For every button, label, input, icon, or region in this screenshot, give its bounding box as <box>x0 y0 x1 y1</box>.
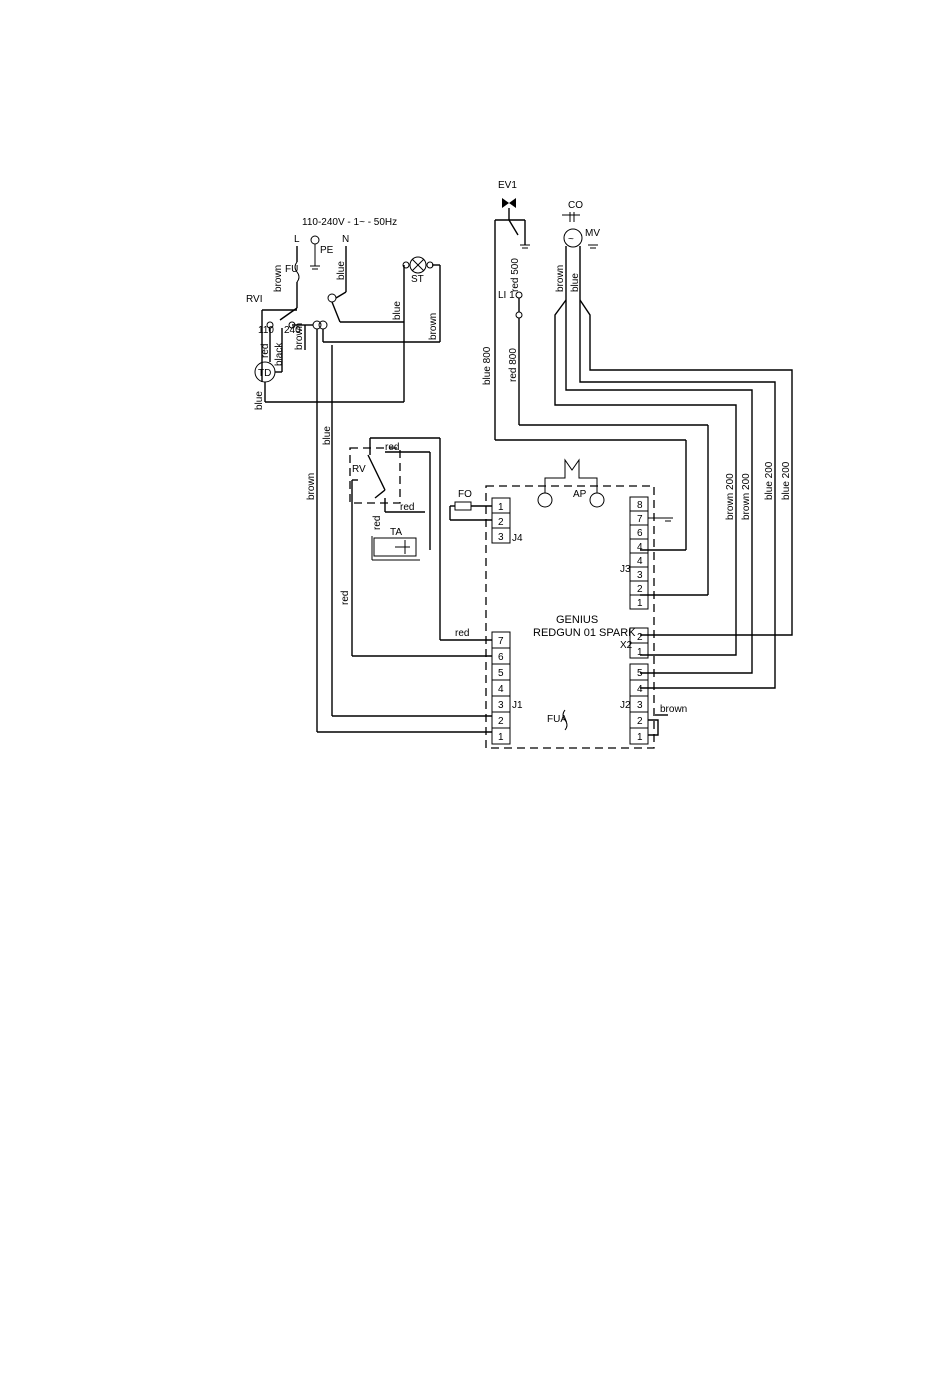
board-title: GENIUS <box>556 614 598 626</box>
pe-earth-symbol <box>310 235 320 270</box>
ta-label: TA <box>390 527 402 538</box>
svg-text:2: 2 <box>637 716 643 727</box>
wire-label-brown-main: brown <box>306 473 317 500</box>
mv-label: MV <box>585 228 600 239</box>
mv-tilde: ~ <box>568 234 574 245</box>
connector-x2: 2 1 <box>629 627 649 659</box>
j4-label: J4 <box>512 533 523 544</box>
fo-label: FO <box>458 489 472 500</box>
wire-label-red-ev1-top: red 500 <box>510 258 521 292</box>
svg-text:8: 8 <box>637 500 643 511</box>
x2-label: X2 <box>620 640 633 651</box>
svg-text:6: 6 <box>637 528 643 539</box>
fuse-fu-label: FU <box>285 264 298 275</box>
svg-text:4: 4 <box>637 684 643 695</box>
board-subtitle: REDGUN 01 SPARK <box>533 627 636 639</box>
rv-label: RV <box>352 464 366 475</box>
rv-dashed-box <box>349 447 401 504</box>
supply-spec-label: 110-240V - 1~ - 50Hz <box>302 217 397 228</box>
supply-n-label: N <box>342 234 349 245</box>
ta-box <box>373 537 417 557</box>
st-label: ST <box>411 274 424 285</box>
connector-j1: 7 6 5 4 3 2 1 <box>491 631 511 745</box>
svg-text:4: 4 <box>498 684 504 695</box>
wire-label-blue-200-a: blue 200 <box>764 461 775 500</box>
svg-text:1: 1 <box>637 598 643 609</box>
wire-label-red-j1: red <box>455 628 469 639</box>
wire-label-brown-200-a: brown 200 <box>725 473 736 520</box>
svg-text:3: 3 <box>498 700 504 711</box>
fo-symbol <box>454 501 472 511</box>
wire-label-brown-mv: brown <box>555 265 566 292</box>
svg-text:3: 3 <box>637 570 643 581</box>
svg-text:4: 4 <box>637 542 643 553</box>
rv1-terminal-110: 110 <box>258 325 274 336</box>
supply-pe-label: PE <box>320 245 334 256</box>
j2-label: J2 <box>620 700 631 711</box>
li1-label: LI 1 <box>498 290 515 301</box>
ap-label: AP <box>573 489 587 500</box>
svg-text:1: 1 <box>498 732 504 743</box>
wire-label-red-rv-under: red <box>372 516 383 530</box>
wire-label-brown-j2: brown <box>660 704 687 715</box>
mv-motor-symbol <box>563 228 583 248</box>
svg-text:1: 1 <box>637 732 643 743</box>
st-starter-symbol <box>402 256 434 274</box>
wire-label-red-ev1: red 800 <box>508 348 519 382</box>
svg-text:2: 2 <box>498 716 504 727</box>
svg-text:7: 7 <box>637 514 643 525</box>
co-label: CO <box>568 200 583 211</box>
rv1-terminal-240: 240 <box>284 325 301 336</box>
svg-text:2: 2 <box>637 632 643 643</box>
svg-text:2: 2 <box>498 517 504 528</box>
wire-label-brown-rv1: brown <box>294 323 305 350</box>
wire-label-blue-main: blue <box>322 426 333 445</box>
wire-label-brown-st: brown <box>428 313 439 340</box>
ev1-valve-symbol <box>494 198 530 440</box>
svg-text:3: 3 <box>637 700 643 711</box>
connector-j4: 1 2 3 <box>491 497 511 544</box>
rv-switch-symbol <box>367 454 386 499</box>
svg-text:2: 2 <box>637 584 643 595</box>
supply-l-label: L <box>294 234 300 245</box>
wire-label-red-rv-right: red <box>400 502 414 513</box>
wire-label-red-rv-top: red <box>385 442 399 453</box>
connector-j2: 5 4 3 2 1 <box>629 663 649 745</box>
svg-text:6: 6 <box>498 652 504 663</box>
wire-label-red-rv1: red <box>260 344 271 358</box>
co-capacitor-symbol <box>562 212 580 222</box>
wire-label-brown-200-b: brown 200 <box>741 473 752 520</box>
board-outline <box>485 485 655 749</box>
svg-text:1: 1 <box>498 502 504 513</box>
svg-text:4: 4 <box>637 556 643 567</box>
wire-label-blue-200-b: blue 200 <box>781 461 792 500</box>
connector-j3: 8 7 6 4 4 3 2 1 <box>629 496 649 610</box>
wire-label-blue-st: blue <box>392 301 403 320</box>
svg-text:3: 3 <box>498 532 504 543</box>
svg-text:5: 5 <box>498 668 504 679</box>
j3-label: J3 <box>620 564 631 575</box>
wire-label-black-rv1: black <box>274 342 285 366</box>
fuse-symbol <box>294 246 300 298</box>
svg-text:5: 5 <box>637 668 643 679</box>
svg-text:1: 1 <box>637 647 643 658</box>
svg-text:7: 7 <box>498 636 504 647</box>
wire-label-blue-td: blue <box>254 391 265 410</box>
wire-label-blue-n: blue <box>336 261 347 280</box>
fua-label: FUA <box>547 714 567 725</box>
j1-label: J1 <box>512 700 523 711</box>
td-label: TD <box>258 368 271 379</box>
wire-label-brown-l: brown <box>273 265 284 292</box>
wire-label-blue-mv: blue <box>570 273 581 292</box>
ev1-label: EV1 <box>498 180 517 191</box>
wire-label-blue-ev1: blue 800 <box>482 346 493 385</box>
rv1-label: RVI <box>246 294 263 305</box>
wire-label-red-rv-left: red <box>340 591 351 605</box>
